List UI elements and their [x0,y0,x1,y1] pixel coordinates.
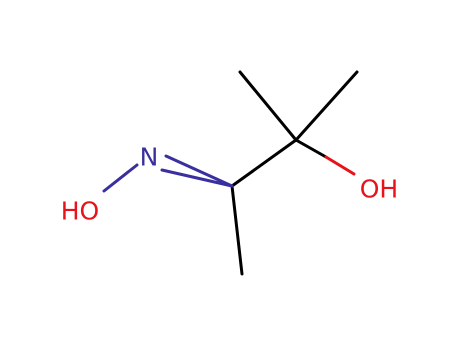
bond-c3-methyl-right [294,70,359,142]
bond-n-o [102,163,139,193]
bond-c2-methyl [230,184,244,276]
bond-c3-o-carbon-half [294,138,328,159]
bond-c2-c3 [230,138,298,188]
bond-c-n-double-outer [164,154,234,188]
bond-c-n-double-inner [160,168,234,188]
alcohol-hydroxyl-label: OH [360,175,398,204]
oxime-hydroxyl-label: HO [61,197,99,226]
bond-c3-o-oxygen-half [324,155,356,176]
bond-c3-methyl-left [238,70,298,142]
nitrogen-label: N [140,143,159,172]
